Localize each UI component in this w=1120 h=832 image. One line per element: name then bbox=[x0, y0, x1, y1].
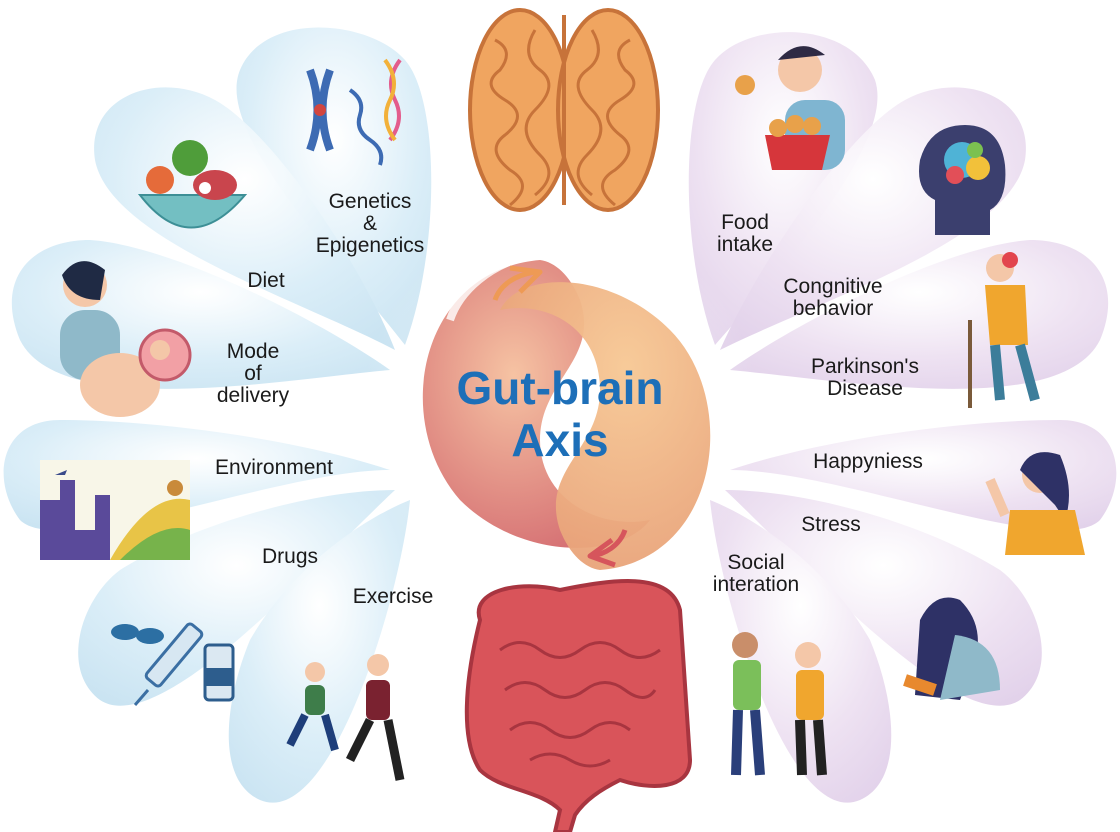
intestine-icon bbox=[467, 581, 690, 832]
label-drugs: Drugs bbox=[250, 546, 330, 568]
label-genetics-epigenetics: Genetics & Epigenetics bbox=[300, 191, 440, 257]
label-parkinsons-disease: Parkinson's Disease bbox=[795, 356, 935, 400]
diagram-title: Gut-brain Axis bbox=[410, 362, 710, 466]
label-stress: Stress bbox=[786, 514, 876, 536]
label-environment: Environment bbox=[200, 457, 348, 479]
label-social-interaction: Social interation bbox=[700, 552, 812, 596]
label-diet: Diet bbox=[236, 270, 296, 292]
title-line-1: Gut-brain bbox=[410, 362, 710, 414]
label-happiness: Happyniess bbox=[798, 451, 938, 473]
title-line-2: Axis bbox=[410, 414, 710, 466]
label-cognitive-behavior: Congnitive behavior bbox=[770, 276, 896, 320]
label-exercise: Exercise bbox=[340, 586, 446, 608]
label-mode-of-delivery: Mode of delivery bbox=[200, 341, 306, 407]
city-farm-landscape-icon bbox=[40, 460, 190, 560]
brain-icon bbox=[470, 10, 658, 210]
label-food-intake: Food intake bbox=[700, 212, 790, 256]
